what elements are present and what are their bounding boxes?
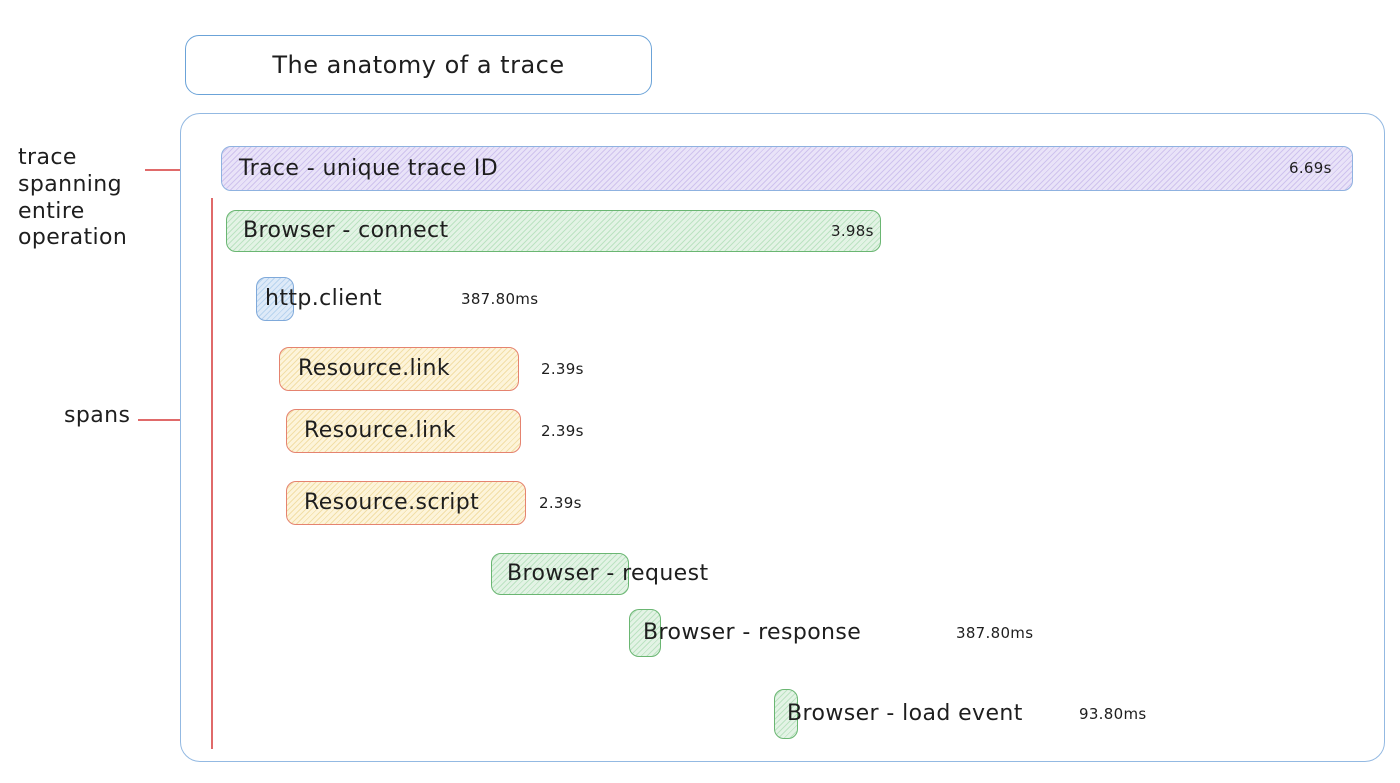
span-bar-http-client [256, 277, 294, 321]
span-duration-browser-response: 387.80ms [956, 624, 1034, 642]
span-duration-http-client: 387.80ms [461, 290, 539, 308]
spans-bracket-line [211, 198, 213, 749]
spans-pointer-line [138, 419, 211, 421]
trace-container: Trace - unique trace ID 6.69s Browser - … [180, 113, 1385, 762]
span-duration-trace: 6.69s [1289, 159, 1332, 177]
span-bar-browser-load-event [774, 689, 798, 739]
span-label-trace: Trace - unique trace ID [239, 156, 499, 181]
span-label-browser-request: Browser - request [507, 561, 709, 586]
span-label-resource-link-2: Resource.link [304, 418, 456, 443]
span-bar-trace [221, 146, 1353, 191]
span-duration-resource-link-2: 2.39s [541, 422, 584, 440]
span-bar-resource-link-1 [279, 347, 519, 391]
span-duration-resource-script: 2.39s [539, 494, 582, 512]
span-label-http-client: http.client [265, 286, 382, 311]
span-bar-browser-response [629, 609, 661, 657]
span-duration-browser-load-event: 93.80ms [1079, 705, 1147, 723]
span-duration-browser-connect: 3.98s [831, 222, 874, 240]
span-label-browser-response: Browser - response [643, 620, 862, 645]
annotation-spans: spans [64, 403, 131, 428]
span-label-resource-script: Resource.script [304, 490, 480, 515]
span-bar-browser-connect [226, 210, 881, 252]
span-bar-browser-request [491, 553, 629, 595]
span-duration-resource-link-1: 2.39s [541, 360, 584, 378]
annotation-trace-spanning: trace spanning entire operation [18, 145, 128, 251]
span-label-resource-link-1: Resource.link [298, 356, 450, 381]
span-bar-resource-link-2 [286, 409, 521, 453]
title-box: The anatomy of a trace [185, 35, 652, 95]
span-label-browser-load-event: Browser - load event [787, 701, 1023, 726]
span-bar-resource-script [286, 481, 526, 525]
trace-pointer-line [145, 169, 203, 171]
diagram-title: The anatomy of a trace [272, 51, 565, 79]
span-label-browser-connect: Browser - connect [243, 218, 449, 243]
